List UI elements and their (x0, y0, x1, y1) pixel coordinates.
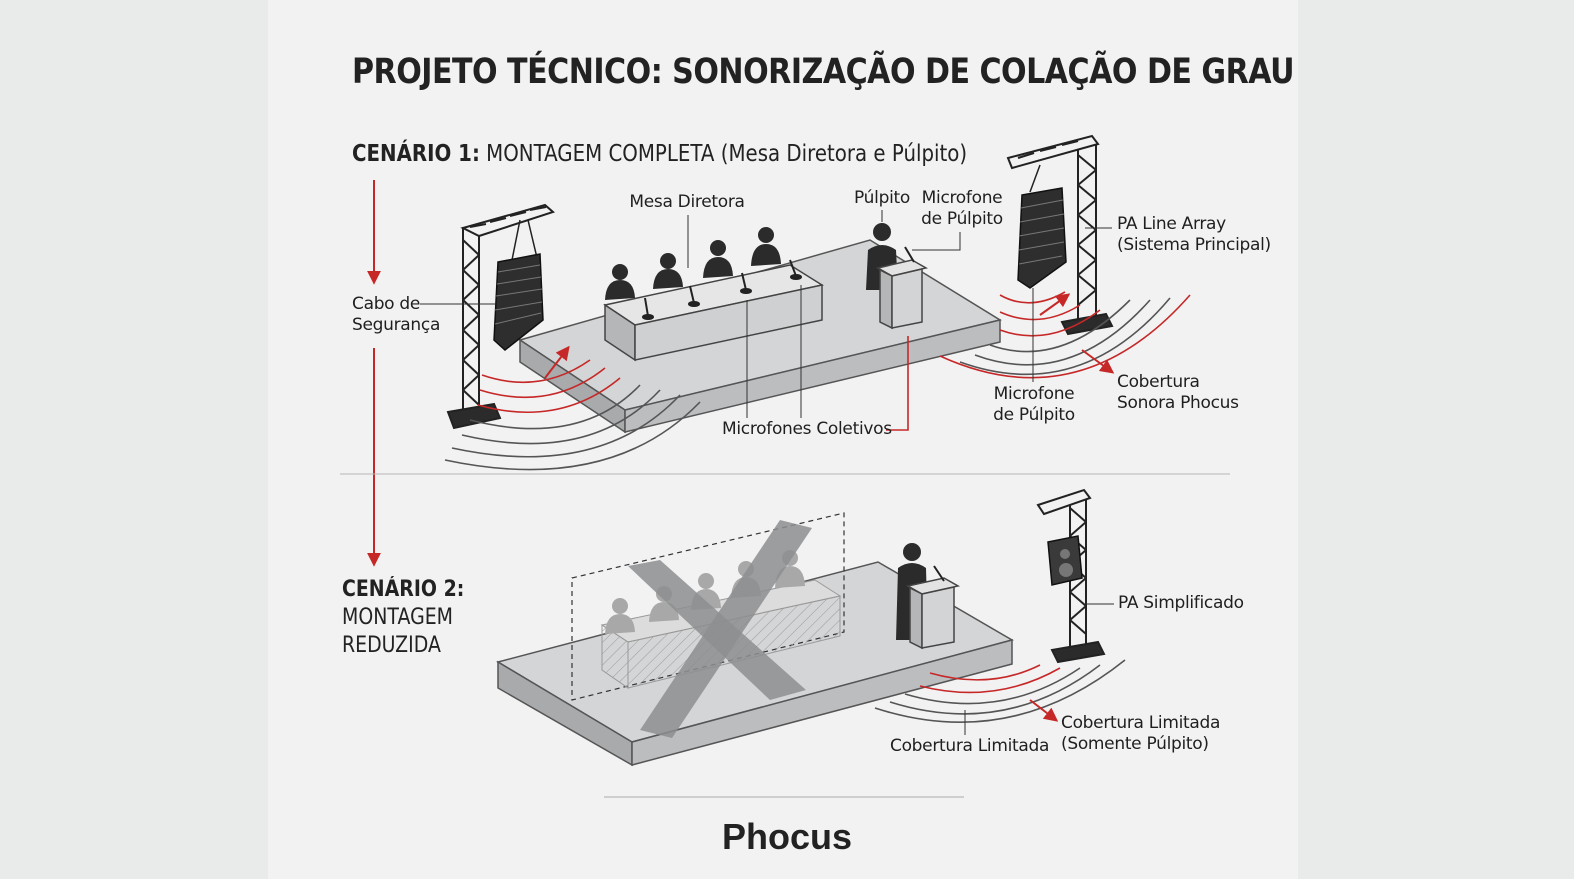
scenario-1-heading-text: MONTAGEM COMPLETA (Mesa Diretora e Púlpi… (486, 141, 968, 167)
label-cobertura-limitada: Cobertura Limitada (890, 736, 1050, 756)
leader-lines-scenario-2 (964, 603, 1114, 735)
seated-people (605, 227, 781, 300)
label-cobertura-sonora-line-2: Sonora Phocus (1117, 393, 1239, 413)
label-microfone-pulpito-top-line-2: de Púlpito (921, 209, 1003, 229)
pulpit-scenario-2 (896, 543, 961, 650)
removed-mesa-ghost (571, 512, 845, 738)
label-microfone-pulpito-top: Microfone de Púlpito (918, 188, 1006, 230)
label-microfone-pulpito-top-line-1: Microfone (921, 188, 1003, 208)
page-title: PROJETO TÉCNICO: SONORIZAÇÃO DE COLAÇÃO … (352, 52, 1295, 92)
scenario-2-heading-line-3: REDUZIDA (342, 633, 441, 658)
truss-left (446, 203, 555, 430)
label-cobertura-limitada-pulpito-line-2: (Somente Púlpito) (1061, 734, 1209, 754)
sound-waves-right (939, 291, 1191, 379)
label-microfones-coletivos: Microfones Coletivos (722, 419, 892, 439)
label-pa-line-array-line-1: PA Line Array (1117, 214, 1226, 234)
label-pa-line-array-line-2: (Sistema Principal) (1117, 235, 1271, 255)
label-cobertura-sonora: Cobertura Sonora Phocus (1117, 372, 1239, 414)
diagram-sheet (268, 0, 1298, 879)
scenario-1-heading-bold: CENÁRIO 1: (352, 141, 480, 167)
pulpit-scenario-1 (866, 223, 929, 330)
line-array-right (1017, 164, 1067, 289)
sound-waves-scenario-2 (874, 659, 1126, 723)
collective-microphones (642, 259, 802, 320)
label-pa-line-array: PA Line Array (Sistema Principal) (1117, 214, 1271, 256)
scenario-2-heading-bold: CENÁRIO 2: (342, 577, 465, 602)
brand-wordmark: Phocus (721, 816, 853, 857)
scenario-1-heading: CENÁRIO 1: MONTAGEM COMPLETA (Mesa Diret… (352, 141, 967, 167)
label-cabo-seguranca: Cabo de Segurança (352, 294, 440, 336)
stage-scenario-1 (518, 239, 1002, 434)
label-pulpito: Púlpito (854, 188, 910, 208)
label-pa-simplificado: PA Simplificado (1118, 593, 1244, 613)
label-cabo-seguranca-line-1: Cabo de (352, 294, 421, 314)
scenario-2-heading-line-2: MONTAGEM (342, 605, 454, 630)
label-cobertura-sonora-line-1: Cobertura (1117, 372, 1200, 392)
label-cobertura-limitada-pulpito: Cobertura Limitada (Somente Púlpito) (1061, 713, 1220, 755)
label-cabo-seguranca-line-2: Segurança (352, 315, 441, 335)
label-mesa-diretora: Mesa Diretora (629, 192, 745, 212)
label-microfone-pulpito-bottom-line-1: Microfone (993, 384, 1075, 404)
label-microfone-pulpito-bottom-line-2: de Púlpito (993, 405, 1075, 425)
scenario-2-heading: CENÁRIO 2: MONTAGEM REDUZIDA (342, 576, 464, 660)
simplified-pa-speaker (1047, 535, 1083, 586)
mesa-diretora-table (603, 264, 824, 362)
line-array-left (493, 219, 544, 351)
label-cobertura-limitada-pulpito-line-1: Cobertura Limitada (1061, 713, 1221, 733)
leader-lines-scenario-1 (420, 210, 1112, 431)
truss-right (1006, 134, 1114, 336)
sound-waves-left (444, 345, 701, 471)
label-microfone-pulpito-bottom: Microfone de Púlpito (990, 384, 1078, 426)
